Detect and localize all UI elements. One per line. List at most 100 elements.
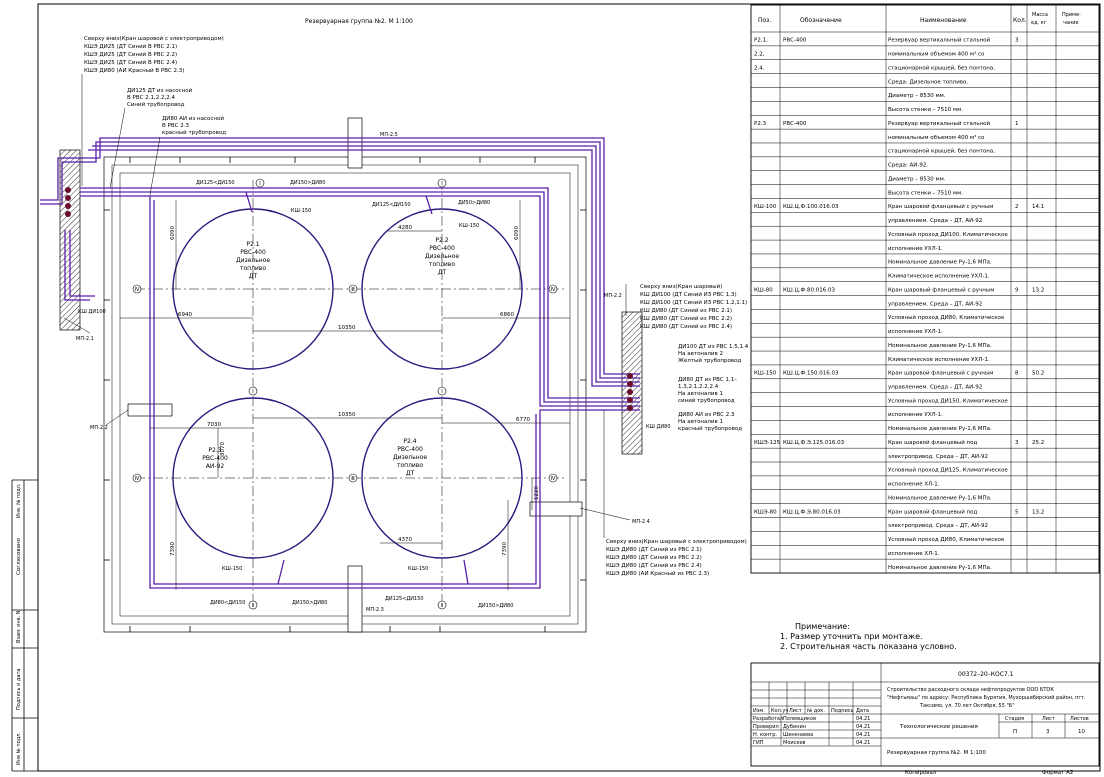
copied-label: Копировал (905, 770, 937, 776)
callout-blue: ДИ125 ДТ из насосной В РВС 2.1,2.2,2.4 С… (127, 87, 193, 108)
spec-cell: Р2.1, (754, 38, 768, 44)
legend-right: Сверху вниз(Кран шаровый) КШ ДИ100 (ДТ С… (640, 283, 747, 330)
legend-line: КШЭ ДИ25 (ДТ Синий В РВС 2.4) (84, 59, 177, 66)
embankment-outer (103, 156, 587, 633)
dim-text: 6770 (516, 417, 530, 423)
tank-label-grade: ДТ (438, 269, 447, 276)
sheet-header: Лист (1042, 716, 1055, 722)
role-name: Дубинин (783, 724, 806, 730)
pipe-branch-22 (425, 195, 433, 215)
callout-red2: ДИ80 АИ из РВС 2.3 На автоналив 1 красны… (678, 412, 742, 432)
stamp-head-cell: Лист (789, 708, 802, 714)
spec-cell: управлением. Среда – ДТ, АИ-92 (888, 218, 982, 224)
axis-label: Ⅳ (551, 287, 556, 293)
spec-header-mass-1: Масса (1032, 12, 1048, 18)
spec-cell: Условный проход ДИ125, Климатическое (888, 467, 1008, 474)
role-label: Н. контр. (753, 732, 777, 738)
axis-label: Ⅳ (135, 476, 140, 482)
callout-line: В РВС 2.3 (162, 123, 189, 129)
spec-cell: Р2.3 (754, 121, 767, 127)
spec-cell: КШ.Ц.Ф.150.016.03 (783, 371, 839, 377)
reducer-label: ДИ150>ДИ80 (290, 180, 325, 186)
spec-cell: 2.4. (754, 65, 765, 71)
reducer-label: ДИ125<ДИ150 (372, 202, 411, 208)
spec-cell: Кран шаровой фланцевый с ручным (888, 370, 993, 377)
role-label: ГИП (753, 740, 764, 746)
callout-line: 1.3,2.1,2.2,2.4 (678, 384, 719, 390)
valve-icon (627, 381, 633, 387)
pipe-loop-outer (149, 196, 640, 589)
stamp-head: Изм. Кол.уч Лист № док. Подпись Дата (753, 708, 869, 714)
axis-lines (135, 180, 565, 610)
project-line: Таксимо, ул. 70 лет Октября, 55 "Б" (919, 703, 1015, 709)
legend-line: КШ ДИ80 (ДТ Синий из РВС 2.4) (640, 323, 732, 330)
stamp-head-cell: Подпись (831, 708, 854, 714)
spec-cell: Резервуар вертикальный стальной (888, 120, 991, 127)
tank-label-fuel2: топливо (429, 261, 455, 268)
spec-header-qty: Кол. (1013, 17, 1027, 24)
reducer-label: ДИ150>ДИ80 (292, 600, 327, 606)
pipe-bundle-outer2 (40, 141, 640, 379)
axis-label: Ⅰ (441, 181, 442, 187)
role-name: Полевщиков (783, 716, 816, 722)
spec-cell: 5 (1015, 509, 1019, 515)
spec-cell: Климатическое исполнение УХЛ-1. (888, 357, 990, 363)
axis-label: Ⅲ (351, 476, 354, 482)
dim-text: 4370 (398, 537, 412, 543)
pipe-left-drop (64, 230, 90, 301)
spec-cell: Высота стенки – 7510 мм. (888, 107, 963, 113)
spec-cell: Номинальное давление Ру-1,6 МПа. (888, 426, 992, 432)
callout-line: красный трубопровод (678, 425, 742, 432)
spec-cell: 2.2, (754, 52, 765, 58)
spec-cell: 2 (1015, 204, 1019, 210)
callout-line: ДИ80 АИ из насосной (162, 115, 224, 122)
spec-cell: КШ-100 (754, 204, 777, 210)
valve-icon (627, 405, 633, 411)
legend-title: Сверху вниз(Кран шаровый) (640, 283, 722, 290)
dim-text: 7390 (170, 542, 176, 556)
spec-cell: управлением. Среда – ДТ, АИ-92 (888, 385, 982, 391)
tank-label-fuel: Дизельное (425, 253, 459, 260)
stage-value: П (1013, 729, 1017, 735)
legend-title: Сверху вниз(Кран шаровый с электропривод… (606, 538, 747, 545)
platform-label: МП-2.3 (366, 607, 384, 613)
spec-cell: электропривод. Среда – ДТ, АИ-92 (888, 454, 988, 460)
tank-label-type: РВС-400 (202, 455, 228, 462)
callout-line: На автоналив 1 (678, 391, 723, 397)
platform-label: МП-2.2 (90, 425, 108, 431)
spec-cell: исполнение УХЛ-1. (888, 246, 943, 252)
valve-label: КШ ДИ100 (78, 309, 106, 315)
dimension-texts: 6090 6090 4280 6940 6860 10350 10350 703… (170, 225, 540, 556)
reducer-label: ДИ125<ДИ150 (385, 596, 424, 602)
left-margin-strip: Согласовано Инв. № подл. Взам. инв. N По… (11, 479, 38, 772)
stamp-head-cell: Кол.уч (771, 708, 788, 714)
legend-line: КШ ДИ80 (ДТ Синий из РВС 2.2) (640, 315, 732, 322)
legend-line: КШЭ ДИ25 (ДТ Синий В РВС 2.1) (84, 43, 177, 50)
embankment-inner (119, 172, 571, 617)
spec-cell: стационарной крышей, без понтона, (888, 64, 995, 71)
axis-label: Ⅲ (351, 287, 354, 293)
axis-label: Ⅰ (252, 389, 253, 395)
side-inv-top: Инв. № подл. (16, 483, 22, 518)
spec-cell: 25.2 (1032, 440, 1044, 446)
dim-text: 6860 (500, 312, 514, 318)
spec-cell: Среда: Дизельное топливо. (888, 79, 968, 85)
valve-icon (65, 187, 71, 193)
dim-text: 7030 (207, 422, 221, 428)
role-name: Моисеев (783, 740, 806, 746)
legend-line: КШЭ ДИ80 (ДТ Синий из РВС 2.2) (606, 554, 702, 561)
role-label: Проверил (753, 724, 779, 730)
spec-cell: Номинальное давление Ру-1,6 МПа. (888, 343, 992, 349)
callout-line: синий трубопровод (678, 397, 735, 404)
valve-label: КШ-150 (291, 208, 311, 214)
spec-cell: 1 (1015, 121, 1019, 127)
pipe-inner-top2 (80, 191, 640, 403)
pipe-left-drop2 (69, 230, 95, 297)
legend-line: КШ ДИ100 (ДТ Синий ИЗ РВС 1.2,1.1) (640, 299, 747, 306)
tank-p24 (361, 397, 523, 559)
spec-cell: 13.2 (1032, 287, 1044, 293)
spec-cell: КШ.Ц.Ф.100.016.03 (783, 204, 839, 210)
tank-label-grade: ДТ (406, 470, 415, 477)
stage-header: Стадия (1005, 716, 1024, 722)
